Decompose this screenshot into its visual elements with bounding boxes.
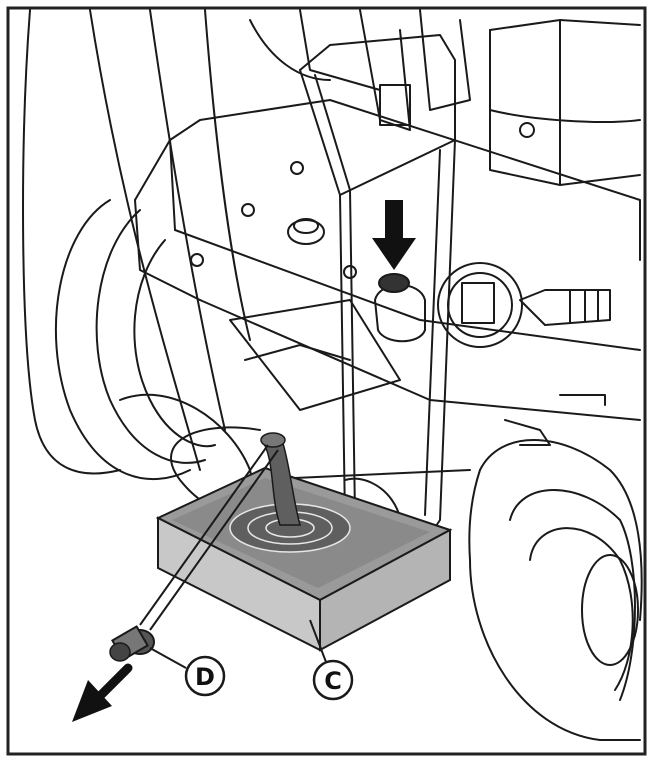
mechanism-block [379, 84, 411, 126]
panel-line-3 [204, 9, 251, 341]
panel-line-2 [149, 9, 226, 431]
cable-ribs [569, 289, 599, 323]
motor-bolt [519, 122, 535, 138]
cover-bolt-4 [343, 265, 357, 279]
mechanism-bracket [419, 9, 471, 111]
panel-line-1 [89, 9, 201, 471]
right-wheel-bottom [469, 559, 641, 741]
drain-container [155, 466, 453, 652]
callout-c-label: C [324, 667, 342, 695]
drain-hose-edge [149, 449, 279, 631]
side-clip [559, 394, 606, 406]
lower-guard-rib [244, 344, 351, 361]
engine-left-face [134, 139, 176, 231]
callout-c-leader [309, 619, 327, 663]
left-wheel-outer [54, 199, 191, 481]
right-wheel-tread [468, 469, 481, 561]
mechanism-curve-2 [299, 9, 381, 91]
lower-guard [229, 299, 401, 411]
sensor-ring-inner [447, 272, 513, 338]
left-wheel-hub [133, 239, 216, 448]
motor-front [489, 29, 641, 186]
engine-mid-edge [174, 229, 641, 351]
handle-cross [339, 139, 456, 196]
callout-d-label: D [195, 663, 215, 691]
callout-c-circle [312, 659, 354, 701]
filler-cap-top [293, 218, 319, 234]
container-side [319, 528, 451, 652]
right-wheel-outer [479, 439, 643, 621]
oil-fill-cap [378, 273, 410, 293]
down-arrow-icon [372, 200, 416, 270]
callout-d-leader [149, 647, 187, 669]
engine-lower-left [134, 199, 201, 301]
side-bracket [504, 419, 551, 446]
cover-bolt-2 [241, 203, 255, 217]
callout-d-circle [184, 655, 226, 697]
mechanism-curve-1 [249, 19, 331, 81]
oil-stream [260, 439, 301, 526]
cover-bolt-3 [190, 253, 204, 267]
drain-direction-arrow-icon [72, 663, 133, 722]
handle-top [299, 34, 456, 141]
drain-plug [109, 625, 155, 662]
engine-top-edge [169, 99, 641, 261]
right-wheel-inner-1 [509, 489, 636, 701]
right-wheel-hub [581, 554, 639, 666]
handle-right-rail-inner [424, 149, 441, 516]
motor-band [489, 109, 641, 123]
cover-bolt-1 [290, 161, 304, 175]
sensor-cable [519, 289, 611, 326]
right-wheel-inner-2 [529, 527, 634, 691]
sensor-ring-outer [437, 262, 523, 348]
drain-hose [139, 444, 269, 626]
body-panel-left [22, 9, 121, 475]
drain-outlet [260, 432, 286, 448]
sensor-plug [461, 282, 495, 324]
